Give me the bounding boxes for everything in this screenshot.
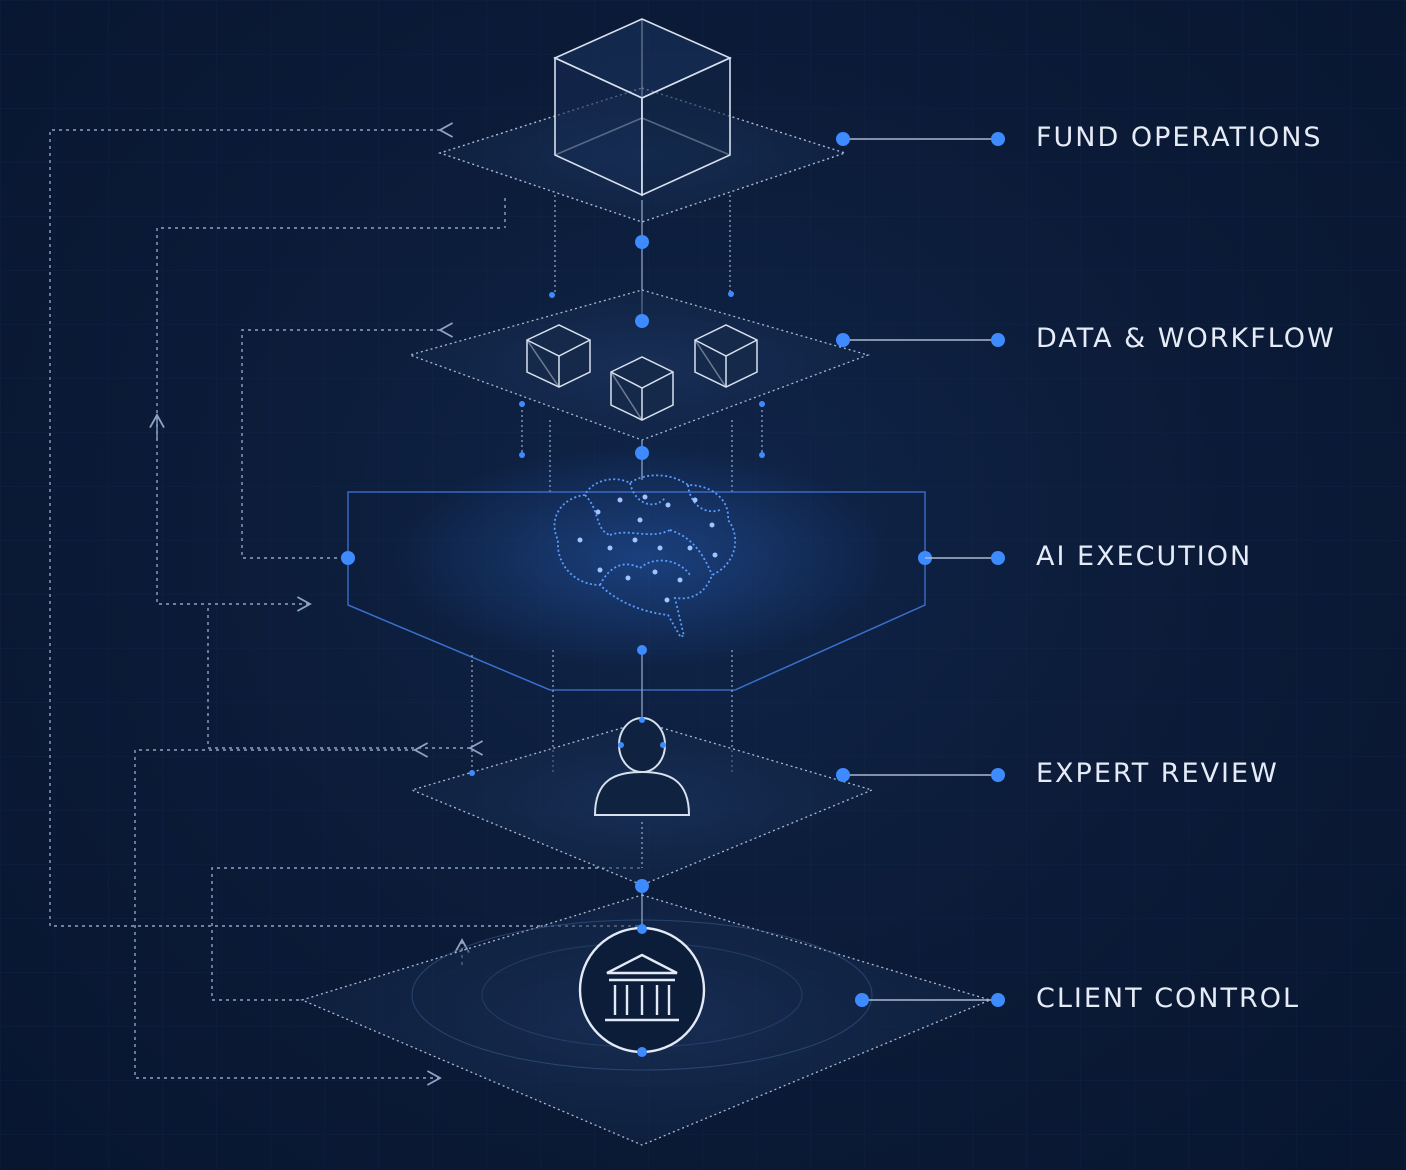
loop-line-6 <box>207 604 484 756</box>
brain-icon <box>553 474 737 637</box>
label-fund-operations: FUND OPERATIONS <box>1036 122 1323 153</box>
connectors-3-4 <box>471 650 733 775</box>
feedback-loops <box>49 122 640 1086</box>
small-cube-right <box>694 324 758 388</box>
layer-data-workflow <box>407 289 871 441</box>
layer-ai-execution <box>347 448 926 691</box>
layer-fund-operations <box>437 18 848 223</box>
label-leaders <box>843 138 998 1001</box>
layer-expert-review <box>410 717 874 886</box>
label-expert-review: EXPERT REVIEW <box>1036 758 1279 789</box>
connector-nodes <box>341 235 932 1057</box>
person-icon <box>593 717 691 816</box>
loop-line-3 <box>241 322 454 559</box>
loop-line-5 <box>211 867 640 1001</box>
cubes-icon <box>526 324 758 421</box>
label-data-workflow: DATA & WORKFLOW <box>1036 323 1336 354</box>
brain-nodes <box>577 494 718 603</box>
bank-icon <box>578 926 706 1054</box>
cube-icon <box>553 18 732 197</box>
small-cube-center <box>610 356 674 421</box>
leader-endpoints <box>836 132 1005 1007</box>
label-ai-execution: AI EXECUTION <box>1036 541 1253 572</box>
label-client-control: CLIENT CONTROL <box>1036 983 1301 1014</box>
small-cube-left <box>526 324 591 388</box>
loop-line-4 <box>134 742 442 1086</box>
